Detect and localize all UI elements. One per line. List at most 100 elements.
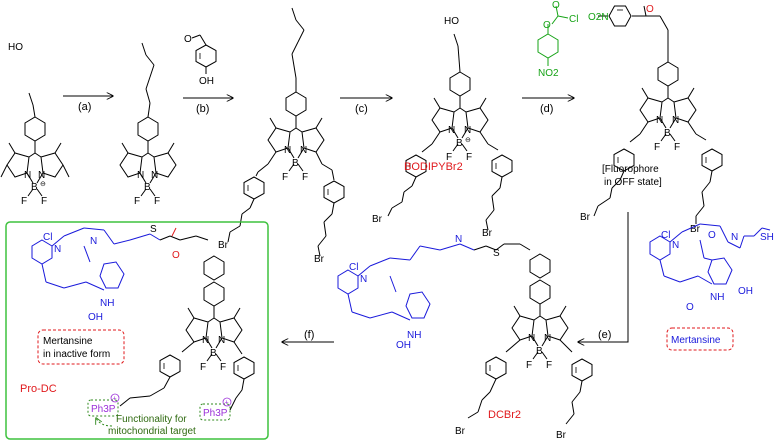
fluorine-right: F [674,142,680,153]
boron-label: B [456,138,463,149]
n-label-right: N [151,170,158,181]
reagent-aldehyde-oxygen: O [184,34,192,45]
boron-label: B [664,128,671,139]
fluorine-right: F [302,172,308,183]
n-label-left: N [24,170,31,181]
chloroformate-oxygen: O [552,0,560,11]
dcbr2-nh: NH [407,330,421,341]
distyryl-bodipy-mom-structure [227,7,345,257]
boron-label: B [210,348,217,359]
bromine-right: Br [482,228,493,239]
prodc-carbonyl-o: O [172,250,180,261]
fluorine-right: F [41,196,47,207]
inactive-mertansine-label-1: Mertansine [43,336,93,347]
n-label-right: N [672,115,679,126]
dcbr2-n2: N [455,234,462,245]
boron-label: B [31,182,38,193]
bromine-left: Br [372,214,383,225]
step-a-label: (a) [78,101,91,113]
hydroxybenzaldehyde-reagent [191,34,217,74]
fluorine-left: F [526,360,532,371]
dcbr2-oh: OH [396,340,411,351]
bromine-right: Br [690,224,701,235]
fluorophore-off-label-1: [Fluorophore [602,164,659,175]
fluorine-right: F [154,196,160,207]
step-d-label: (d) [540,103,553,115]
mertansine-dashed-box [666,327,734,351]
nitrophenyl-carbonate-structure [593,5,723,224]
bodipybr2-label: BODIPYBr2 [404,161,463,173]
inactive-mertansine-dashed-box [37,329,125,365]
boron-charge: ⊖ [465,137,471,144]
fluorine-left: F [134,196,140,207]
boron-label: B [536,346,543,357]
chloroformate-nitro: NO2 [538,68,559,79]
step-b-label: (b) [196,103,209,115]
hydroxyl-label: HO [8,42,23,53]
phosphonium-plus-right: + [225,400,229,407]
bodipy-alcohol-structure [0,92,70,197]
mertansine-cl: Cl [661,230,670,241]
dcbr2-label: DCBr2 [488,409,521,421]
prodc-oh: OH [88,312,103,323]
n-label-left: N [137,170,144,181]
hydroxyl-label: HO [444,16,459,27]
step-e-label: (e) [598,329,611,341]
inactive-mertansine-label-2: in inactive form [43,349,110,360]
bromine-left: Br [580,212,591,223]
prodc-frame [5,221,269,440]
ph3p-label-right: Ph3P [203,408,228,419]
carbonate-oxygen: O [646,4,654,15]
fluorine-left: F [654,142,660,153]
prodc-nh: NH [100,298,114,309]
boron-label: B [292,158,299,169]
fluorine-right: F [220,362,226,373]
boron-charge: ⊖ [40,181,46,188]
nitro-group-label: O2N [588,12,609,23]
phosphonium-plus-left: + [113,396,117,403]
n-label-right: N [464,125,471,136]
fluorine-left: F [21,196,27,207]
mertansine-sh: SH [760,232,774,243]
n-label-left: N [528,333,535,344]
fluorine-left: F [446,152,452,163]
dcbr2-cl: Cl [349,262,358,273]
n-label-left: N [448,125,455,136]
prodc-label: Pro-DC [20,383,57,395]
prodc-s: S [150,224,157,235]
n-label-right: N [38,170,45,181]
ph3p-box-left [87,399,119,417]
phosphonium-charge-left [110,393,120,403]
mertansine-oh: OH [738,286,753,297]
boron-label: B [144,182,151,193]
mertansine-n2: N [731,232,738,243]
mertansine-label: Mertansine [671,335,721,346]
phosphonium-charge-right [222,397,232,407]
mito-function-label-2: mitochondrial target [108,426,196,437]
bromine-right: Br [556,430,567,441]
dcbr2-s: S [493,248,500,259]
mito-function-label-1: Functionality for [116,414,187,425]
prodc-n2: N [90,236,97,247]
dcbr2-structure [337,243,593,425]
n-label-left: N [656,115,663,126]
mertansine-nh: NH [710,292,724,303]
bodipybr2-structure [387,33,513,231]
step-c-label: (c) [355,103,368,115]
fluorine-right: F [546,360,552,371]
fluorine-left: F [282,172,288,183]
prodc-cl: Cl [43,232,52,243]
n-label-left: N [284,145,291,156]
bodipy-mom-ether-structure [119,42,177,197]
nitrophenyl-chloroformate-reagent [537,5,569,66]
n-label-right: N [544,333,551,344]
bromine-left: Br [455,426,466,437]
n-label-right: N [300,145,307,156]
n-label-right: N [218,335,225,346]
mertansine-ome: O [686,302,694,313]
dcbr2-n: N [360,274,367,285]
flow-connector [578,212,629,342]
fluorine-right: F [466,152,472,163]
fluorine-left: F [200,362,206,373]
